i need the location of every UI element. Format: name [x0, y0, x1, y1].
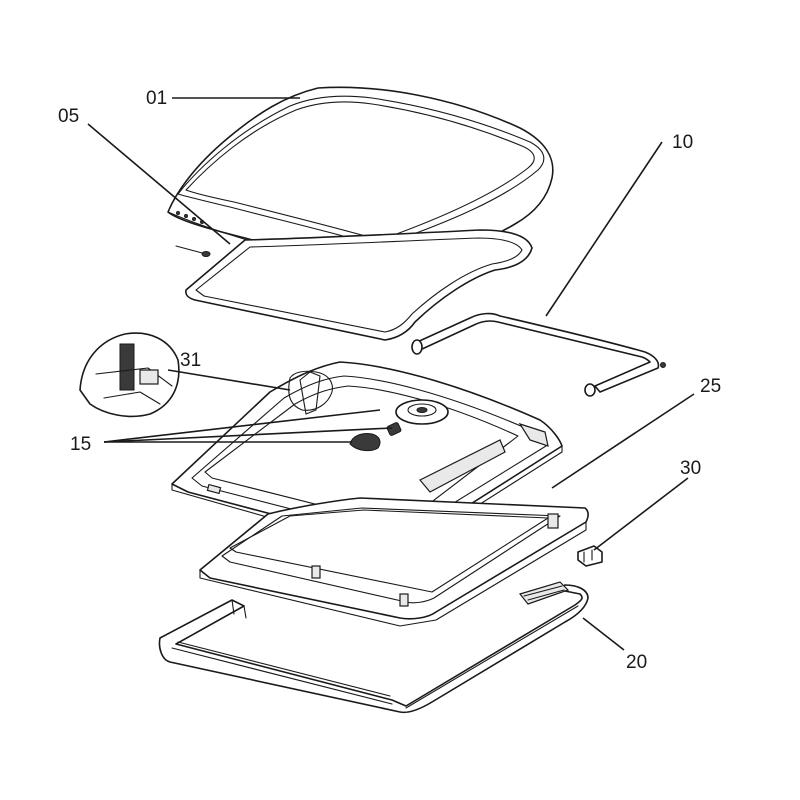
- leader-20: [582, 617, 625, 651]
- fitting-spring: [386, 422, 402, 436]
- callouts: 01 05 10 31 15 25 30 20: [58, 88, 721, 673]
- part-05-gasket: [185, 229, 533, 341]
- cover-screw-left: [175, 245, 211, 257]
- callout-15: 15: [70, 434, 91, 455]
- leader-10: [545, 141, 663, 317]
- part-25-inner-frame: [199, 497, 589, 627]
- detail-inset-31: [79, 332, 333, 418]
- callout-10: 10: [672, 132, 693, 153]
- leader-31: [167, 369, 291, 391]
- fitting-knob: [349, 433, 381, 452]
- leader-15-a: [103, 409, 381, 443]
- callout-05: 05: [58, 106, 79, 127]
- fitting-handle-base: [395, 399, 449, 425]
- callout-30: 30: [680, 458, 701, 479]
- callout-25: 25: [700, 376, 721, 397]
- part-30-clip: [577, 545, 603, 567]
- callout-20: 20: [626, 652, 647, 673]
- leader-15-b: [103, 427, 393, 443]
- callout-31: 31: [180, 350, 201, 371]
- leader-25: [551, 393, 695, 489]
- part-20-bottom-frame: [158, 581, 589, 714]
- leader-lines: [87, 97, 695, 651]
- leader-05: [87, 123, 231, 245]
- leader-30: [593, 477, 689, 551]
- callout-01: 01: [146, 88, 167, 109]
- part-10-arm: [411, 312, 666, 397]
